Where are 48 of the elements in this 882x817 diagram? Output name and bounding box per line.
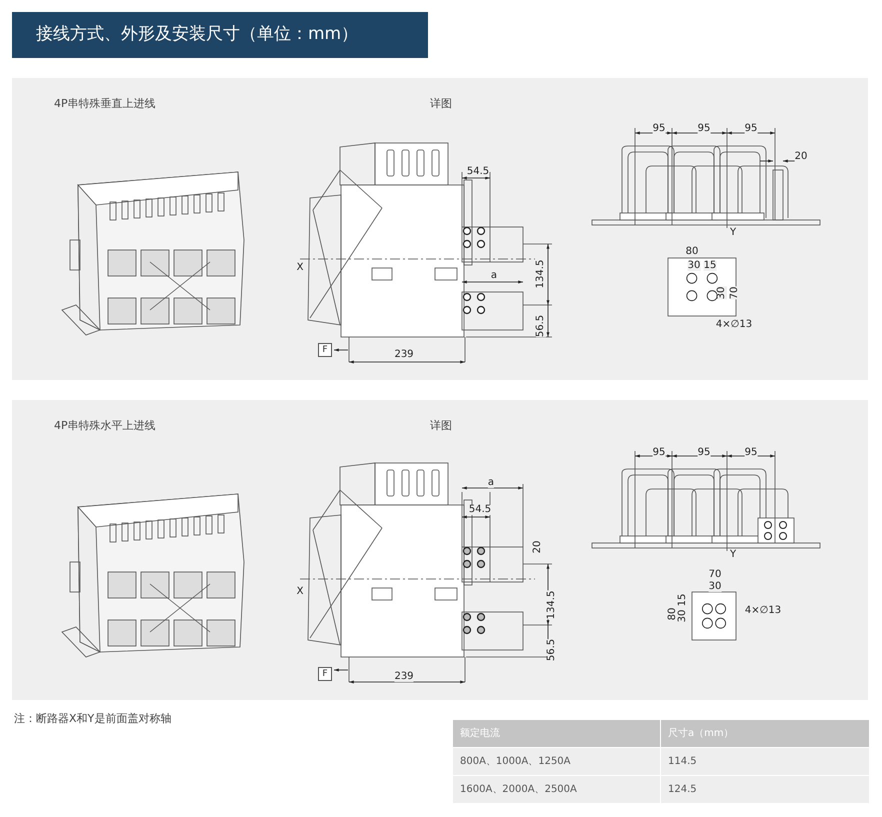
datum-box: F — [318, 667, 332, 681]
dimension-label: 95 — [744, 124, 758, 134]
dimension-label: 56.5 — [547, 638, 557, 662]
dimension-label: 30 — [678, 610, 688, 622]
dimension-label: a — [490, 271, 498, 281]
dimension-label: 30 — [717, 286, 727, 300]
dimension-label: 70 — [730, 286, 740, 300]
dimension-label: 95 — [698, 448, 710, 458]
dimension-label: 70 — [708, 570, 722, 580]
dimension-label: 80 — [668, 608, 678, 620]
dimension-label: 54.5 — [466, 167, 490, 177]
dimension-label: 239 — [394, 672, 414, 682]
panel-heading: 4P串特殊水平上进线 — [54, 418, 156, 434]
table-cell: 114.5 — [661, 748, 869, 775]
note-text: 注：断路器X和Y是前面盖对称轴 — [14, 711, 172, 727]
dimension-label: 239 — [394, 350, 414, 360]
table-header-cell: 额定电流 — [453, 720, 660, 747]
dimension-label: 95 — [652, 448, 666, 458]
dimension-label: 30 — [708, 582, 722, 592]
dimension-label: 95 — [652, 124, 666, 134]
dimension-label: 20 — [794, 152, 808, 162]
table-cell: 124.5 — [661, 776, 869, 803]
dimension-label: 95 — [698, 124, 710, 134]
table-header-cell: 尺寸a（mm） — [661, 720, 869, 747]
dimension-label: 15 — [704, 261, 716, 271]
dimension-label: Y — [730, 228, 736, 238]
dimension-label: 134.5 — [536, 260, 546, 288]
datum-box: F — [318, 343, 332, 357]
dimension-label: 95 — [744, 448, 758, 458]
table-cell: 800A、1000A、1250A — [453, 748, 660, 775]
dimension-label: X — [296, 587, 304, 597]
table-cell: 1600A、2000A、2500A — [453, 776, 660, 803]
dimension-label: Y — [730, 550, 736, 560]
dimension-label: 4×∅13 — [716, 320, 752, 330]
dimension-label: 56.5 — [536, 314, 546, 338]
panel-subheading: 详图 — [430, 96, 452, 112]
dimension-label: a — [488, 478, 494, 488]
dimension-label: 20 — [533, 540, 543, 554]
dimension-label: 15 — [678, 594, 688, 606]
dimension-label: 30 — [688, 261, 700, 271]
dimension-label: 4×∅13 — [744, 606, 782, 616]
title-bar: 接线方式、外形及安装尺寸（单位：mm） — [12, 12, 428, 58]
dimension-label: 134.5 — [547, 590, 557, 620]
panel-heading: 4P串特殊垂直上进线 — [54, 96, 156, 112]
dimension-label: X — [296, 263, 304, 273]
panel-subheading: 详图 — [430, 418, 452, 434]
dimension-label: 54.5 — [468, 505, 492, 515]
dimension-label: 80 — [686, 247, 698, 257]
